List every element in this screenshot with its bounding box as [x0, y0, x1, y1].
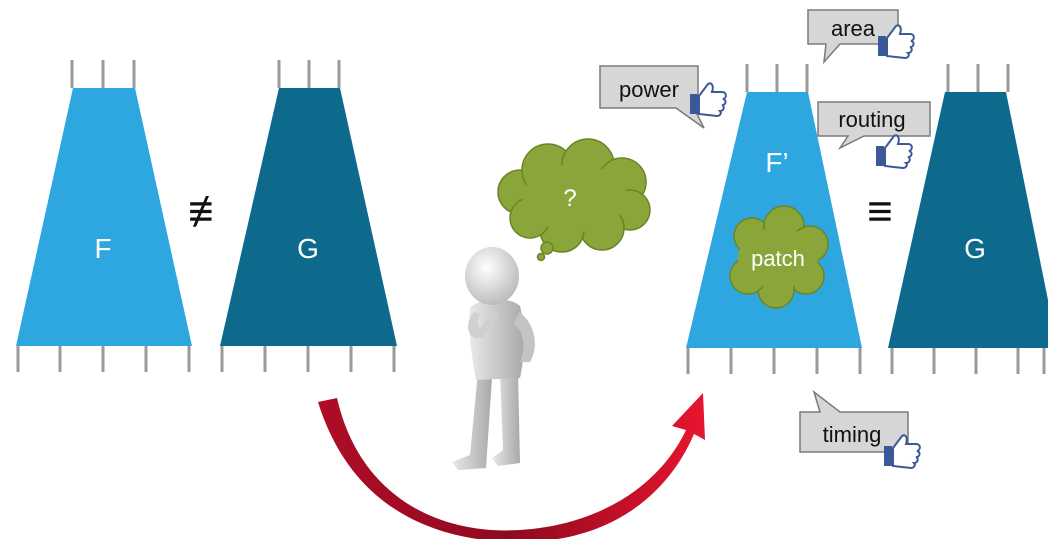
g-left-block-shape — [220, 88, 397, 346]
callout-timing-label: timing — [823, 422, 882, 447]
patch-label: patch — [751, 246, 805, 271]
thumbs-up-icon — [878, 24, 915, 60]
callout-timing: timing — [799, 389, 921, 470]
thumbs-up-icon — [876, 134, 913, 170]
g-right-block: G — [888, 64, 1048, 374]
f-top-pins — [70, 60, 136, 88]
g-left-top-pins — [277, 60, 341, 88]
f-prime-bottom-pins — [686, 348, 862, 374]
thumbs-up-icon — [690, 82, 727, 118]
equivalent-symbol: ≡ — [867, 187, 893, 236]
g-right-top-pins — [946, 64, 1010, 92]
g-left-block: G — [220, 60, 397, 372]
not-equivalent-symbol: ≢ — [188, 187, 232, 236]
f-prime-block-label: F’ — [765, 147, 788, 178]
g-left-block-label: G — [297, 233, 319, 264]
f-block: F — [16, 60, 192, 372]
f-block-label: F — [94, 233, 111, 264]
thought-cloud-label: ? — [563, 185, 576, 212]
f-block-shape — [16, 88, 192, 346]
callout-power-label: power — [619, 77, 679, 102]
g-right-block-label: G — [964, 233, 986, 264]
callout-power: power — [599, 65, 727, 129]
f-prime-block: F’ patch — [686, 64, 862, 374]
patch-cloud — [729, 205, 829, 309]
thinking-person-figure — [452, 247, 535, 470]
f-prime-top-pins — [745, 64, 809, 92]
thumbs-up-icon — [884, 434, 921, 470]
callout-area: area — [807, 9, 915, 65]
f-bottom-pins — [16, 346, 191, 372]
callout-area-label: area — [831, 16, 876, 41]
callout-routing: routing — [817, 101, 931, 170]
g-left-bottom-pins — [220, 346, 396, 372]
thought-cloud: ? — [497, 138, 651, 262]
g-right-block-shape — [888, 92, 1048, 348]
g-right-bottom-pins — [890, 348, 1046, 374]
callout-routing-label: routing — [838, 107, 905, 132]
